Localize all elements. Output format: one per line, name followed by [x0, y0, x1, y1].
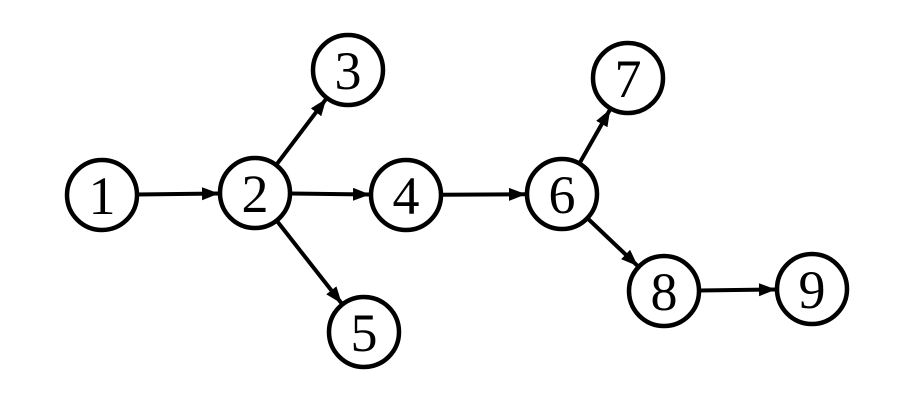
node-label-4: 4 [393, 166, 420, 226]
edge-8-9 [698, 283, 777, 297]
edge-layer [136, 97, 777, 305]
edge-6-7 [577, 108, 612, 165]
node-label-5: 5 [351, 303, 378, 363]
node-2: 2 [217, 155, 293, 231]
node-label-3: 3 [335, 41, 362, 101]
node-7: 7 [590, 40, 666, 116]
edge-4-6 [440, 187, 527, 201]
edge-2-5 [275, 219, 344, 305]
node-circle-1 [64, 157, 140, 233]
node-label-2: 2 [242, 164, 269, 224]
node-layer: 1 2 3 4 5 67 8 9 [64, 32, 850, 370]
edge-6-8 [585, 216, 640, 268]
node-label-7: 7 [615, 49, 642, 109]
node-5: 5 [326, 294, 402, 370]
node-circle-9 [774, 251, 850, 327]
node-9: 9 [774, 251, 850, 327]
node-label-6: 6 [549, 165, 576, 225]
node-circle-6 [524, 156, 600, 232]
edge-2-4 [289, 187, 371, 201]
node-4: 4 [368, 157, 444, 233]
node-3: 3 [310, 32, 386, 108]
node-8: 8 [626, 253, 702, 329]
node-6: 6 [524, 156, 600, 232]
node-label-1: 1 [89, 166, 116, 226]
node-circle-2 [217, 155, 293, 231]
node-label-9: 9 [799, 260, 826, 320]
node-circle-4 [368, 157, 444, 233]
edge-1-2 [136, 187, 220, 201]
node-circle-7 [590, 40, 666, 116]
node-label-8: 8 [651, 262, 678, 322]
node-1: 1 [64, 157, 140, 233]
node-circle-3 [310, 32, 386, 108]
node-circle-5 [326, 294, 402, 370]
node-circle-8 [626, 253, 702, 329]
edge-2-3 [274, 97, 328, 167]
